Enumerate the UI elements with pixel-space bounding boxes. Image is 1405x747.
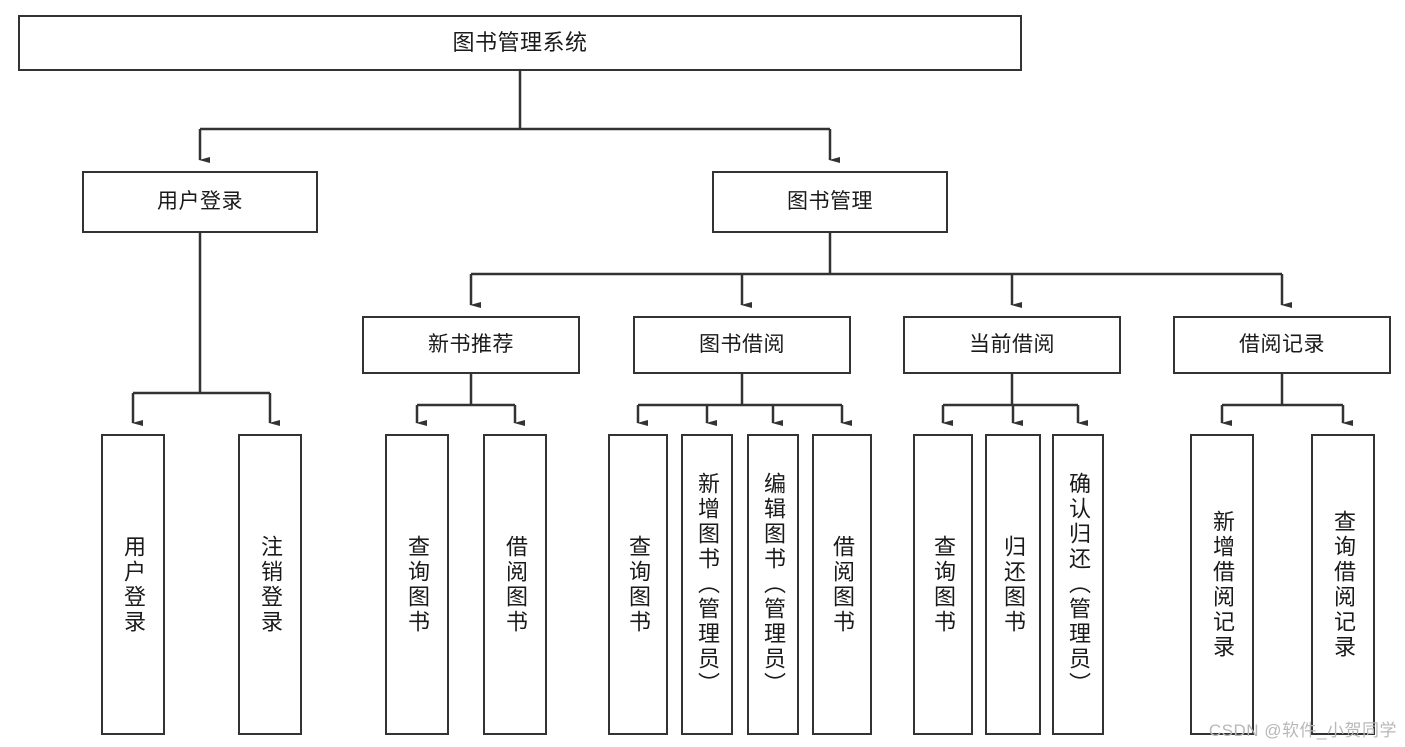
node-leaf-cb-confirm[interactable]: 确认归还（管理员） (1052, 434, 1104, 735)
node-leaf-rec-query[interactable]: 查询图书 (385, 434, 449, 735)
node-leaf-user-logout[interactable]: 注销登录 (238, 434, 302, 735)
node-label: 编辑图书（管理员） (761, 472, 786, 697)
node-label: 借阅图书 (830, 534, 855, 635)
node-label: 查询图书 (626, 534, 651, 635)
node-label: 新增图书（管理员） (695, 472, 720, 697)
node-leaf-bb-query[interactable]: 查询图书 (608, 434, 668, 735)
node-leaf-br-add[interactable]: 新增借阅记录 (1190, 434, 1254, 735)
node-label: 用户登录 (121, 534, 146, 635)
watermark-text: CSDN @软件_小贺同学 (1208, 721, 1397, 740)
node-borrow-record[interactable]: 借阅记录 (1173, 316, 1391, 374)
node-label: 借阅记录 (1239, 332, 1325, 356)
node-label: 归还图书 (1001, 534, 1026, 635)
node-label: 确认归还（管理员） (1066, 472, 1091, 697)
node-leaf-bb-edit[interactable]: 编辑图书（管理员） (747, 434, 799, 735)
node-leaf-user-login[interactable]: 用户登录 (101, 434, 165, 735)
node-leaf-bb-borrow[interactable]: 借阅图书 (812, 434, 872, 735)
node-label: 借阅图书 (503, 534, 528, 635)
node-label: 注销登录 (258, 534, 283, 635)
node-leaf-bb-add[interactable]: 新增图书（管理员） (681, 434, 733, 735)
node-current-borrow[interactable]: 当前借阅 (903, 316, 1121, 374)
node-label: 新增借阅记录 (1210, 509, 1235, 660)
node-book-manage[interactable]: 图书管理 (712, 171, 948, 233)
node-label: 图书管理系统 (452, 30, 588, 56)
node-new-book-rec[interactable]: 新书推荐 (362, 316, 580, 374)
node-label: 图书借阅 (699, 332, 785, 356)
node-book-borrow[interactable]: 图书借阅 (633, 316, 851, 374)
node-leaf-br-query[interactable]: 查询借阅记录 (1311, 434, 1375, 735)
node-root[interactable]: 图书管理系统 (18, 15, 1022, 71)
node-label: 查询借阅记录 (1331, 509, 1356, 660)
node-leaf-cb-return[interactable]: 归还图书 (985, 434, 1041, 735)
node-leaf-cb-query[interactable]: 查询图书 (913, 434, 973, 735)
edge-paths (131, 71, 1353, 426)
node-user-login[interactable]: 用户登录 (82, 171, 318, 233)
node-label: 查询图书 (931, 534, 956, 635)
node-leaf-rec-borrow[interactable]: 借阅图书 (483, 434, 547, 735)
node-label: 用户登录 (157, 189, 243, 213)
node-label: 图书管理 (787, 189, 873, 213)
node-label: 查询图书 (405, 534, 430, 635)
node-label: 新书推荐 (428, 332, 514, 356)
node-label: 当前借阅 (969, 332, 1055, 356)
